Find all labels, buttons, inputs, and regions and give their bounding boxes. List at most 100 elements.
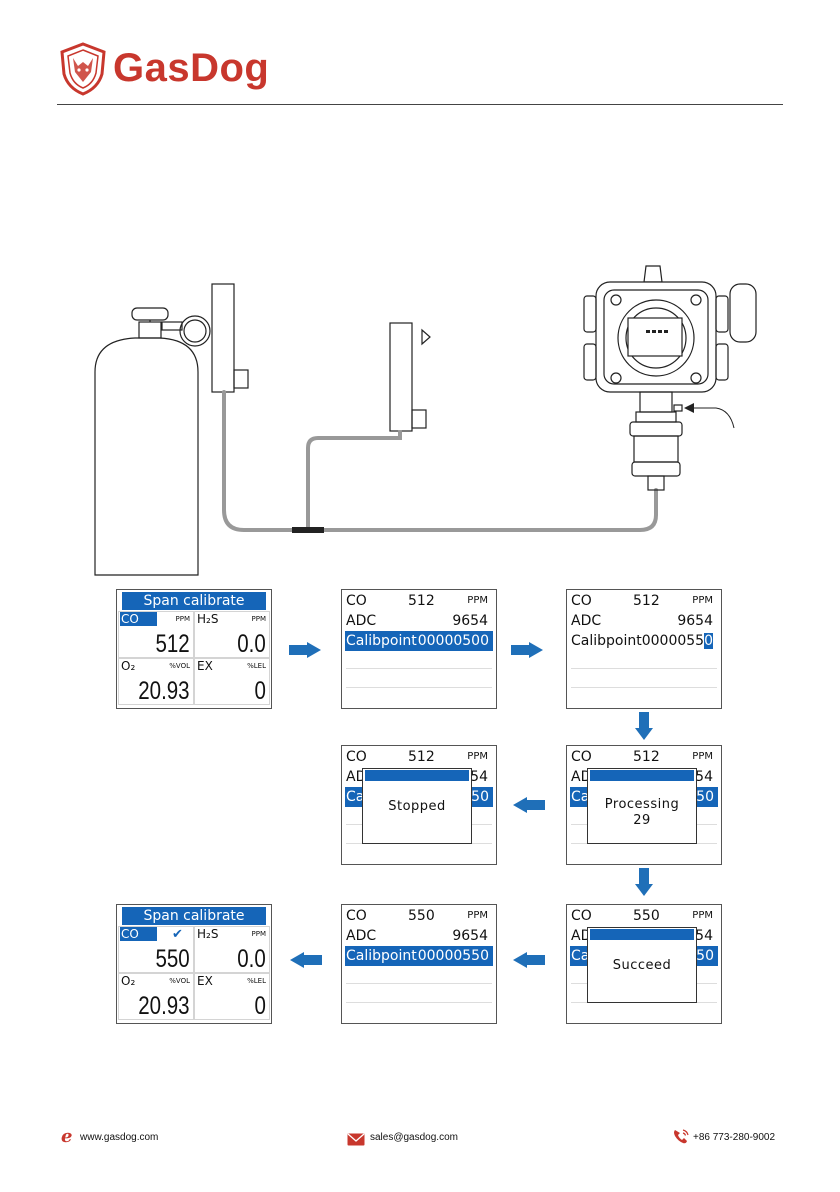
adc-value-partial: 54: [470, 769, 488, 785]
dialog-title-bar: [365, 770, 469, 781]
gas-name: H₂S: [197, 927, 219, 941]
gas-name: EX: [197, 659, 213, 673]
gas-reading: 512: [633, 593, 660, 609]
gas-name: O₂: [121, 659, 136, 673]
gas-unit: %LEL: [247, 977, 266, 985]
reading-row: CO 512 PPM: [346, 591, 492, 611]
logo-shield-icon: [58, 42, 108, 96]
calibpoint-value: 00000550: [642, 631, 713, 651]
gas-unit: PPM: [467, 595, 488, 606]
gas-value: 0.0: [237, 630, 266, 658]
adc-value-partial: 54: [695, 769, 713, 785]
gas-cell-ex: EX %LEL 0: [194, 658, 270, 705]
edit-cursor-digit[interactable]: 0: [704, 633, 713, 649]
screen-span-calibrate-done: Span calibrate CO ✔ 550 H₂S PPM 0.0 O₂ %…: [116, 904, 272, 1024]
screen-calibpoint-saved: CO 550 PPM ADC 9654 Calibpoint 00000550: [341, 904, 497, 1024]
calibpoint-value-partial: 50: [696, 948, 714, 964]
calibpoint-row[interactable]: Calibpoint 00000550: [345, 946, 493, 966]
adc-value: 9654: [452, 613, 488, 629]
gas-name: CO: [346, 593, 367, 609]
gas-reading: 512: [408, 749, 435, 765]
divider: [571, 668, 717, 669]
gas-unit: PPM: [251, 615, 266, 623]
adc-label: ADC: [571, 613, 602, 629]
countdown-value: 29: [633, 813, 651, 828]
reading-row: CO 550 PPM: [571, 906, 717, 926]
gas-value: 550: [155, 945, 190, 973]
gas-cell-ex: EX %LEL 0: [194, 973, 270, 1020]
reading-row: CO 512 PPM: [571, 591, 717, 611]
gas-cell-o2: O₂ %VOL 20.93: [118, 658, 194, 705]
phone-number[interactable]: +86 773-280-9002: [693, 1132, 776, 1143]
screen-title: Span calibrate: [122, 592, 266, 610]
gas-cell-h2s: H₂S PPM 0.0: [194, 611, 270, 658]
header-rule: [57, 104, 783, 105]
gas-reading: 512: [633, 749, 660, 765]
calibpoint-label: Calibpoint: [346, 633, 417, 649]
gas-value: 512: [155, 630, 190, 658]
status-dialog: Processing 29: [587, 768, 697, 844]
divider: [346, 1002, 492, 1003]
gas-name: CO: [571, 908, 592, 924]
adc-row: AD 54: [571, 926, 717, 946]
adc-label-partial: AD: [571, 769, 592, 785]
arrow-right-icon: [289, 642, 321, 658]
gas-name: CO: [346, 908, 367, 924]
gas-name: CO: [571, 593, 592, 609]
gas-cell-co: CO ✔ 550: [118, 926, 194, 973]
gas-unit: PPM: [467, 751, 488, 762]
gas-unit: %VOL: [169, 977, 190, 985]
gas-value: 0.0: [237, 945, 266, 973]
website-link[interactable]: www.gasdog.com: [80, 1132, 159, 1143]
screen-succeed: CO 550 PPM AD 54 Ca 50 Succeed: [566, 904, 722, 1024]
gas-reading: 512: [408, 593, 435, 609]
calibration-setup-illustration: [94, 265, 757, 576]
dialog-message: Succeed: [612, 958, 672, 973]
email-link[interactable]: sales@gasdog.com: [370, 1132, 458, 1143]
gas-value: 20.93: [138, 677, 190, 705]
adc-value: 9654: [452, 928, 488, 944]
gas-unit: PPM: [175, 615, 190, 623]
screen-processing: CO 512 PPM AD 54 Ca 50 Processing 29: [566, 745, 722, 865]
arrow-down-icon: [635, 868, 653, 896]
arrow-down-icon: [635, 712, 653, 740]
dialog-message: Stopped: [388, 799, 446, 814]
gas-name: H₂S: [197, 612, 219, 626]
adc-value-partial: 54: [695, 928, 713, 944]
gas-unit: PPM: [692, 751, 713, 762]
gas-name: CO: [120, 927, 157, 941]
screen-calibpoint-edit: CO 512 PPM ADC 9654 Calibpoint 00000550: [566, 589, 722, 709]
divider: [346, 687, 492, 688]
screen-calibpoint-select: CO 512 PPM ADC 9654 Calibpoint 00000500: [341, 589, 497, 709]
mail-icon: [347, 1131, 365, 1150]
adc-row: ADC 9654: [346, 611, 492, 631]
calibpoint-value: 00000550: [417, 948, 489, 964]
gas-reading: 550: [408, 908, 435, 924]
reading-row: CO 512 PPM: [571, 747, 717, 767]
calibpoint-row[interactable]: Calibpoint 00000500: [345, 631, 493, 651]
gas-name: CO: [346, 749, 367, 765]
calibpoint-value: 00000500: [417, 633, 489, 649]
gas-value: 0: [254, 677, 266, 705]
gas-name: CO: [571, 749, 592, 765]
gas-value: 0: [254, 992, 266, 1020]
gas-name: CO: [120, 612, 157, 626]
gas-unit: %VOL: [169, 662, 190, 670]
divider: [346, 668, 492, 669]
web-icon: e: [60, 1126, 78, 1149]
calibpoint-value-partial: 50: [471, 789, 489, 805]
calibpoint-label: Calibpoint: [346, 948, 417, 964]
adc-label: ADC: [346, 613, 377, 629]
screen-title: Span calibrate: [122, 907, 266, 925]
calibpoint-label-partial: Ca: [346, 789, 365, 805]
gas-cell-h2s: H₂S PPM 0.0: [194, 926, 270, 973]
adc-row: ADC 9654: [346, 926, 492, 946]
dialog-title-bar: [590, 770, 694, 781]
calibpoint-digits: 0000055: [641, 633, 705, 649]
adc-label-partial: AD: [571, 928, 592, 944]
calibpoint-row[interactable]: Calibpoint 00000550: [571, 631, 717, 651]
calibpoint-value-partial: 50: [696, 789, 714, 805]
gas-unit: %LEL: [247, 662, 266, 670]
gas-cell-co: CO PPM 512: [118, 611, 194, 658]
dialog-message: Processing: [604, 797, 680, 812]
